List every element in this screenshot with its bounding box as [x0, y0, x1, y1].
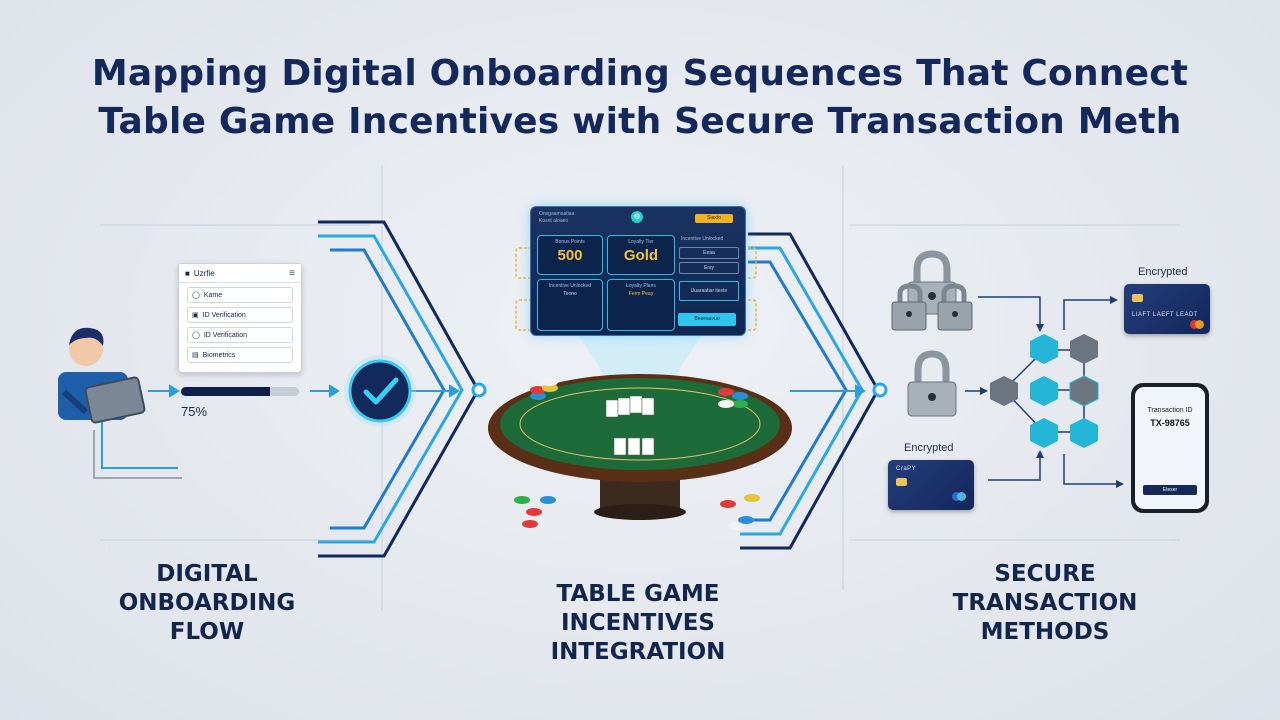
check-circle-icon	[344, 355, 416, 427]
fingerprint-icon: ▤	[192, 352, 199, 359]
title-line-2: Table Game Incentives with Secure Transa…	[98, 101, 1182, 142]
section-label-line: SECURE	[994, 561, 1096, 587]
onboarding-progress-bar	[181, 387, 299, 396]
form-field-id-verification[interactable]: ▣ ID Verification	[187, 307, 293, 323]
tile-caption: Loyalty Plans	[626, 283, 656, 289]
dashboard-connectors	[515, 247, 757, 331]
face-scan-icon: ◯	[192, 332, 200, 339]
section-label-line: METHODS	[980, 619, 1110, 645]
dashboard-header-line-1: Onsgaamoatiaa	[539, 211, 575, 217]
section-label-line: DIGITAL	[156, 561, 258, 587]
section-label-line: INTEGRATION	[550, 639, 726, 665]
section-label-line: ONBOARDING	[118, 590, 296, 616]
poker-chip-icon	[514, 378, 760, 530]
card-network-logo	[952, 492, 966, 501]
form-field-id-verification-2[interactable]: ◯ ID Verification	[187, 327, 293, 343]
section-label-incentives: TABLE GAME INCENTIVES INTEGRATION	[520, 580, 756, 667]
form-field-label: Kame	[203, 291, 223, 299]
dashboard-header-line-2: Kosnt aloaeo	[539, 218, 569, 224]
network-arrowheads	[980, 296, 1124, 488]
tile-sub: Teono	[563, 291, 577, 297]
form-field-name[interactable]: ◯ Kame	[187, 287, 293, 303]
onboarding-arrows	[148, 384, 866, 398]
card-chip	[1132, 294, 1143, 302]
page-title: Mapping Digital Onboarding Sequences Tha…	[0, 50, 1280, 146]
form-header-title: Uzrfie	[193, 268, 215, 278]
form-header: ■ Uzrfie ≡	[179, 264, 301, 283]
playing-card-icon	[605, 395, 655, 456]
form-field-biometrics[interactable]: ▤ Biometrics	[187, 347, 293, 363]
phone-screen: Transaction ID TX-98765 Eteser	[1135, 387, 1205, 509]
side-tag-1[interactable]: Eeaa	[679, 247, 739, 259]
dashboard-status-pill[interactable]: Siaxto	[695, 214, 733, 223]
incentive-unlocked-tile[interactable]: Incentive Unlocked Teono	[537, 279, 603, 331]
flow-node-right	[872, 382, 888, 398]
transaction-id-value: TX-98765	[1150, 418, 1190, 428]
section-label-onboarding: DIGITAL ONBOARDING FLOW	[96, 560, 318, 647]
form-field-label: Biometrics	[202, 351, 236, 359]
encrypted-label-top: Encrypted	[1138, 266, 1188, 278]
bonus-points-tile[interactable]: Bonus Points 500	[537, 235, 603, 275]
menu-icon[interactable]: ≡	[289, 267, 295, 279]
form-field-label: ID Verification	[202, 311, 246, 319]
progress-fill	[181, 387, 270, 396]
loyalty-tier-tile[interactable]: Loyalty Tier Gold	[607, 235, 675, 275]
credit-card-icon: CraPY	[888, 460, 974, 510]
tile-caption: Loyalty Tier	[628, 239, 654, 245]
phone-confirm-button[interactable]: Eteser	[1143, 485, 1197, 495]
section-label-transactions: SECURE TRANSACTION METHODS	[928, 560, 1162, 647]
card-label: CraPY	[896, 466, 917, 472]
side-label: Incentive Unlocked	[681, 236, 724, 242]
section-label-line: INCENTIVES	[561, 610, 715, 636]
form-field-label: ID Verification	[203, 331, 248, 339]
dashboard-header: Onsgaamoatiaa Kosnt aloaeo	[539, 211, 574, 225]
transaction-id-label: Transaction ID	[1147, 407, 1193, 414]
person-icon: ◯	[192, 292, 200, 299]
section-label-line: FLOW	[169, 619, 245, 645]
padlock-icon	[891, 250, 973, 417]
smartphone-icon: Transaction ID TX-98765 Eteser	[1131, 383, 1209, 513]
section-label-line: TABLE GAME	[556, 581, 720, 607]
credit-card-icon: LIAFT LAEFT LEADT	[1124, 284, 1210, 334]
settings-icon[interactable]: ⚙	[631, 211, 643, 223]
flow-node-left	[471, 382, 487, 398]
user-tablet-icon	[58, 327, 146, 424]
hexagon-network-icon	[990, 334, 1099, 448]
user-icon: ■	[185, 268, 190, 278]
card-network-logo	[1190, 320, 1204, 329]
side-tile[interactable]: Uuaraatiar itexte	[679, 281, 739, 301]
tile-caption: Bonus Points	[555, 239, 585, 245]
hologram-beam	[575, 330, 705, 400]
loyalty-plans-tile[interactable]: Loyalty Plans Ferm Peay	[607, 279, 675, 331]
dashboard-cta-button[interactable]: Bneeaavuo	[678, 313, 736, 326]
progress-text: 75%	[181, 404, 208, 419]
return-arrow	[101, 410, 178, 469]
onboarding-form-card: ■ Uzrfie ≡ ◯ Kame ▣ ID Verification ◯ ID…	[178, 263, 302, 373]
tile-sub: Ferm Peay	[628, 291, 654, 297]
side-tag-2[interactable]: Ersy	[679, 262, 739, 274]
id-card-icon: ▣	[192, 312, 199, 319]
return-arrow-shadow	[93, 430, 182, 479]
bonus-points-value: 500	[557, 247, 583, 264]
section-label-line: TRANSACTION	[952, 590, 1138, 616]
tile-caption: Incentive Unlocked	[548, 283, 592, 289]
encrypted-label-bottom: Encrypted	[904, 442, 954, 454]
card-number: LIAFT LAEFT LEADT	[1132, 312, 1198, 318]
title-line-1: Mapping Digital Onboarding Sequences Tha…	[91, 53, 1189, 94]
card-chip	[896, 478, 907, 486]
poker-table	[488, 374, 792, 520]
incentive-dashboard: Onsgaamoatiaa Kosnt aloaeo ⚙ Siaxto Bonu…	[530, 206, 746, 336]
loyalty-tier-value: Gold	[623, 247, 659, 264]
